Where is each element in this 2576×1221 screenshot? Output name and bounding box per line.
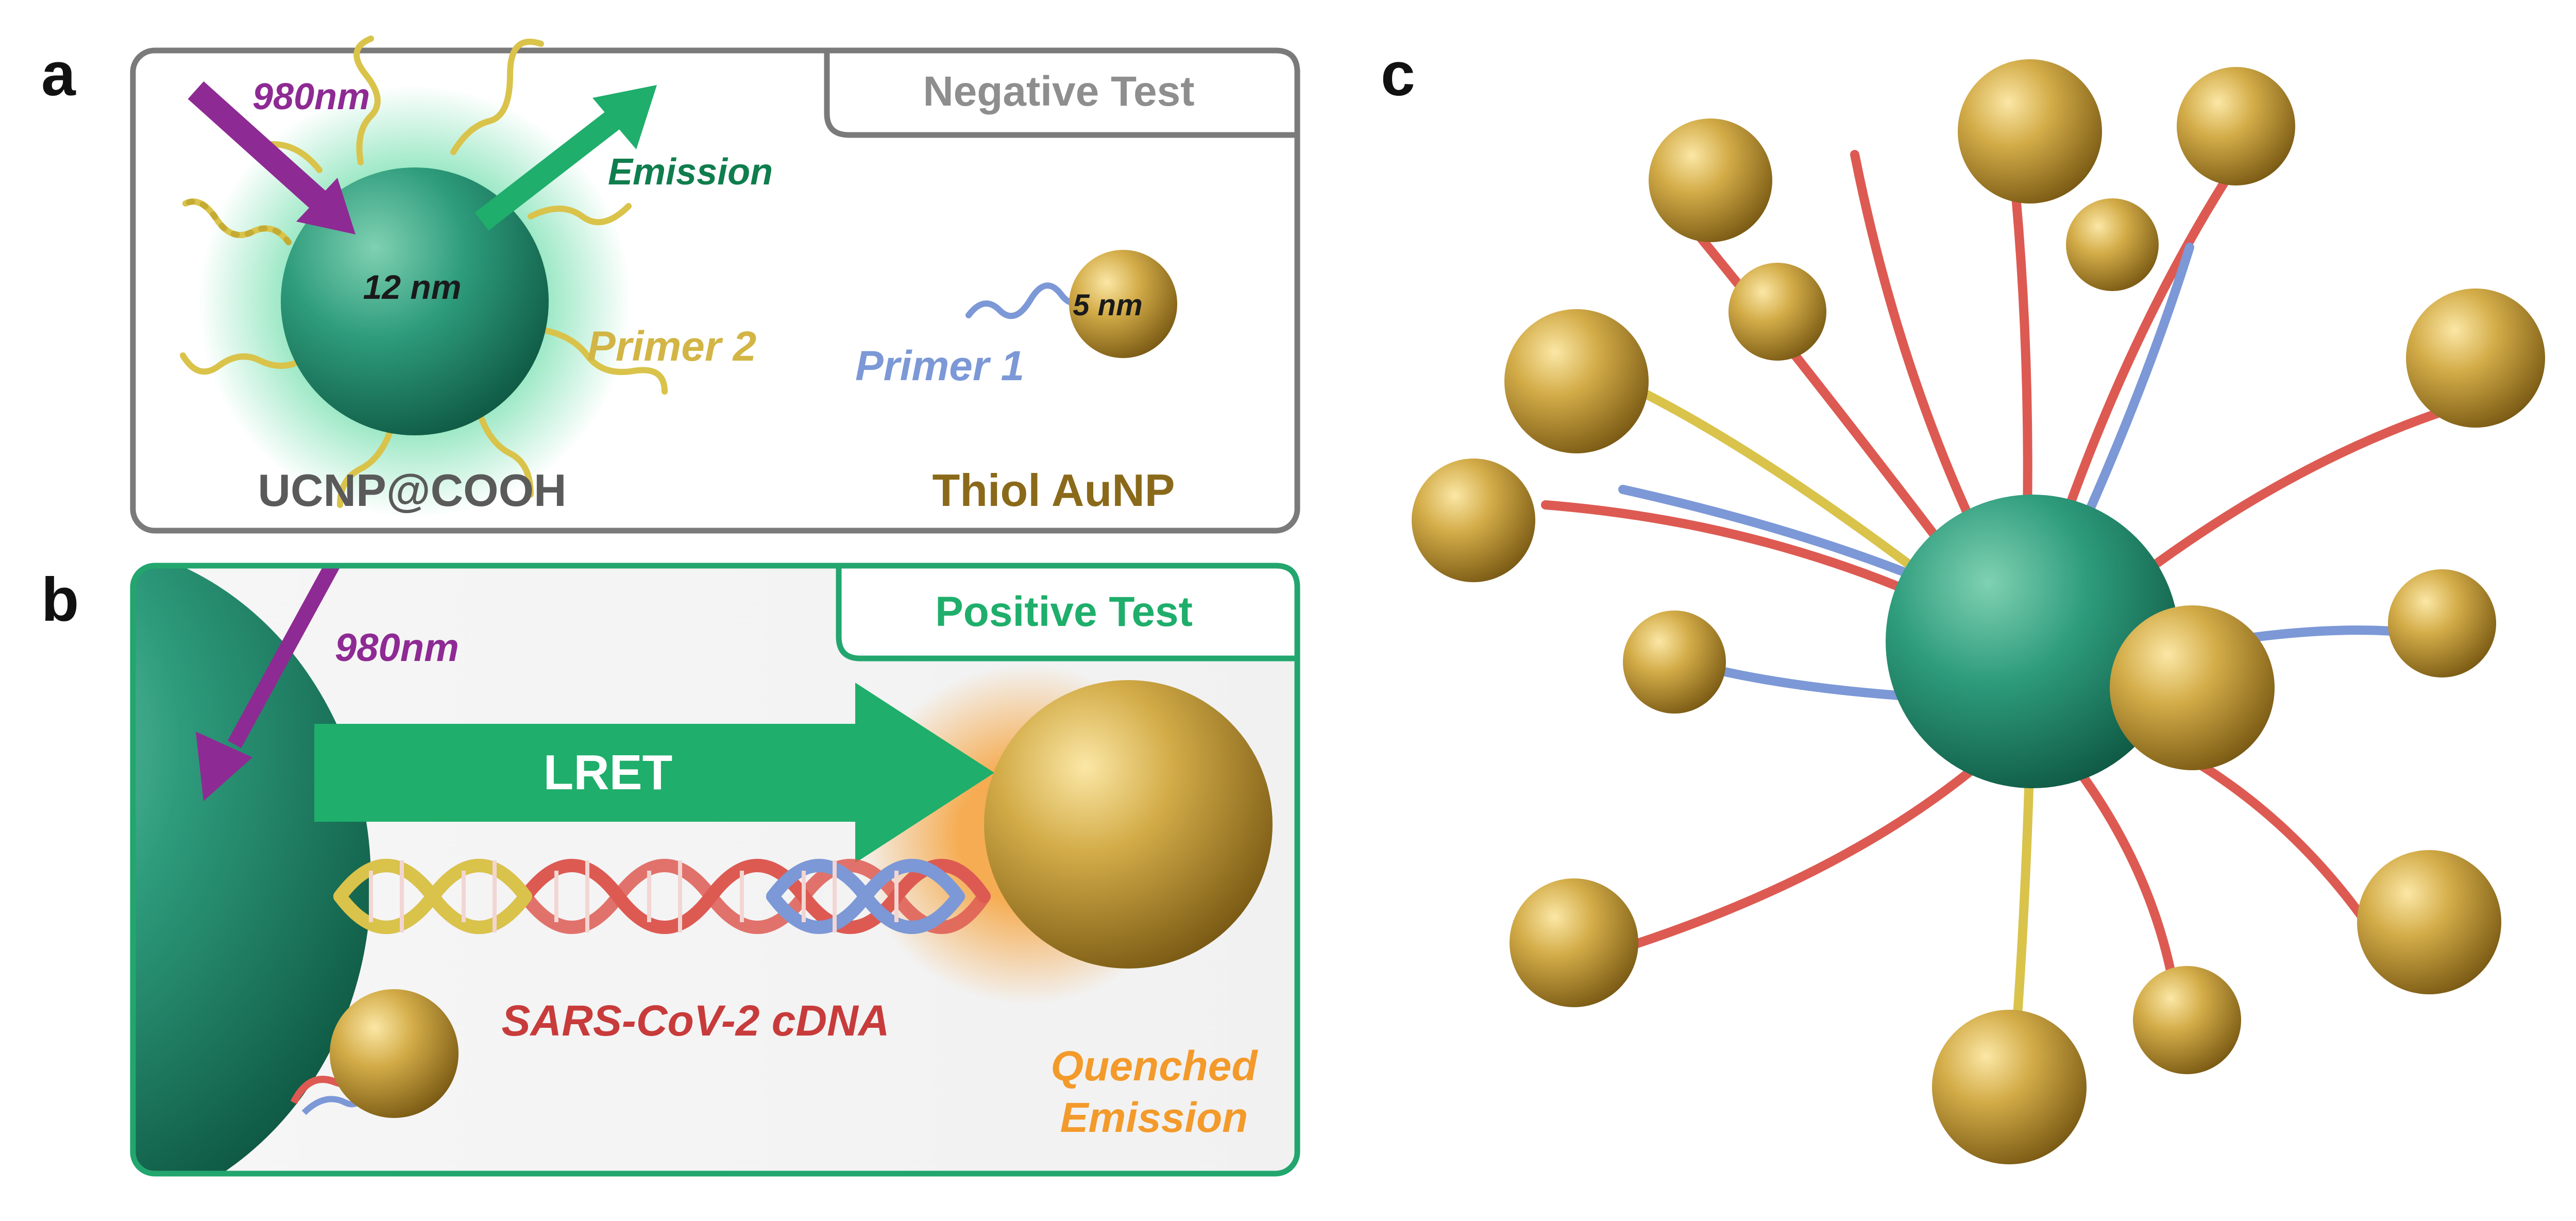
- emission-arrow: [474, 85, 657, 231]
- aunp-c13: [2357, 850, 2501, 994]
- negative-test-label: Negative Test: [923, 68, 1194, 115]
- lret-arrow: [314, 683, 994, 863]
- aunp-c1: [1649, 118, 1772, 242]
- aunp-c3: [2177, 67, 2295, 185]
- panel-c: [1412, 59, 2545, 1164]
- ucnp-large: [133, 566, 371, 1174]
- ucnp-sphere: [281, 167, 549, 435]
- panel-label-a: a: [41, 40, 76, 109]
- aunp-c2: [1958, 59, 2102, 204]
- emission-label: Emission: [608, 151, 773, 193]
- aunp-c5: [1728, 263, 1826, 361]
- aunp-size-label: 5 nm: [1073, 289, 1142, 322]
- lret-label: LRET: [544, 745, 673, 800]
- aunp-c9: [2388, 569, 2496, 677]
- aunp-c12: [1510, 878, 1638, 1007]
- positive-test-label: Positive Test: [935, 588, 1193, 635]
- mini-aunp-group: [290, 989, 459, 1118]
- ucnp-name-label: UCNP@COOH: [258, 465, 566, 516]
- ucnp-size-label: 12 nm: [363, 268, 462, 306]
- aunp-small: [1069, 250, 1177, 358]
- primer1-label: Primer 1: [855, 343, 1024, 389]
- aunp-large: [984, 680, 1273, 969]
- aunp-c6: [1504, 309, 1649, 453]
- aunp-c10: [1623, 610, 1726, 714]
- aunp-c4: [2066, 198, 2159, 291]
- helix-rungs: [369, 860, 899, 932]
- aunp-c15: [1932, 1010, 2087, 1164]
- primer2-label: Primer 2: [587, 323, 756, 370]
- negative-test-tab: [824, 47, 1300, 138]
- aunp-cluster: [1412, 59, 2545, 1164]
- panel-b: Positive Test 980nm LRET SARS-CoV-2 cDNA…: [130, 563, 1300, 1177]
- positive-test-tab: [836, 563, 1300, 662]
- aunp-c11: [2110, 605, 2275, 770]
- panel-b-frame: [130, 563, 1300, 1177]
- panel-label-c: c: [1381, 40, 1415, 109]
- excitation-arrow-a: [188, 81, 355, 234]
- panel-a: Negative Test 12 nm 980nm: [130, 36, 1300, 534]
- cdna-label: SARS-CoV-2 cDNA: [502, 996, 890, 1045]
- excitation-label-b: 980nm: [335, 626, 459, 670]
- panel-label-b: b: [41, 565, 79, 634]
- excitation-label-a: 980nm: [252, 76, 370, 117]
- excitation-arrow-b: [196, 566, 347, 801]
- aunp-c14: [2133, 966, 2241, 1074]
- quenched-label-line1: Quenched: [1051, 1043, 1259, 1090]
- aunp-c8: [1412, 459, 1535, 582]
- quenched-label-line2: Emission: [1060, 1094, 1248, 1141]
- aunp-c7: [2406, 289, 2545, 428]
- aunp-name-label: Thiol AuNP: [933, 465, 1175, 516]
- central-ucnp: [1886, 495, 2179, 788]
